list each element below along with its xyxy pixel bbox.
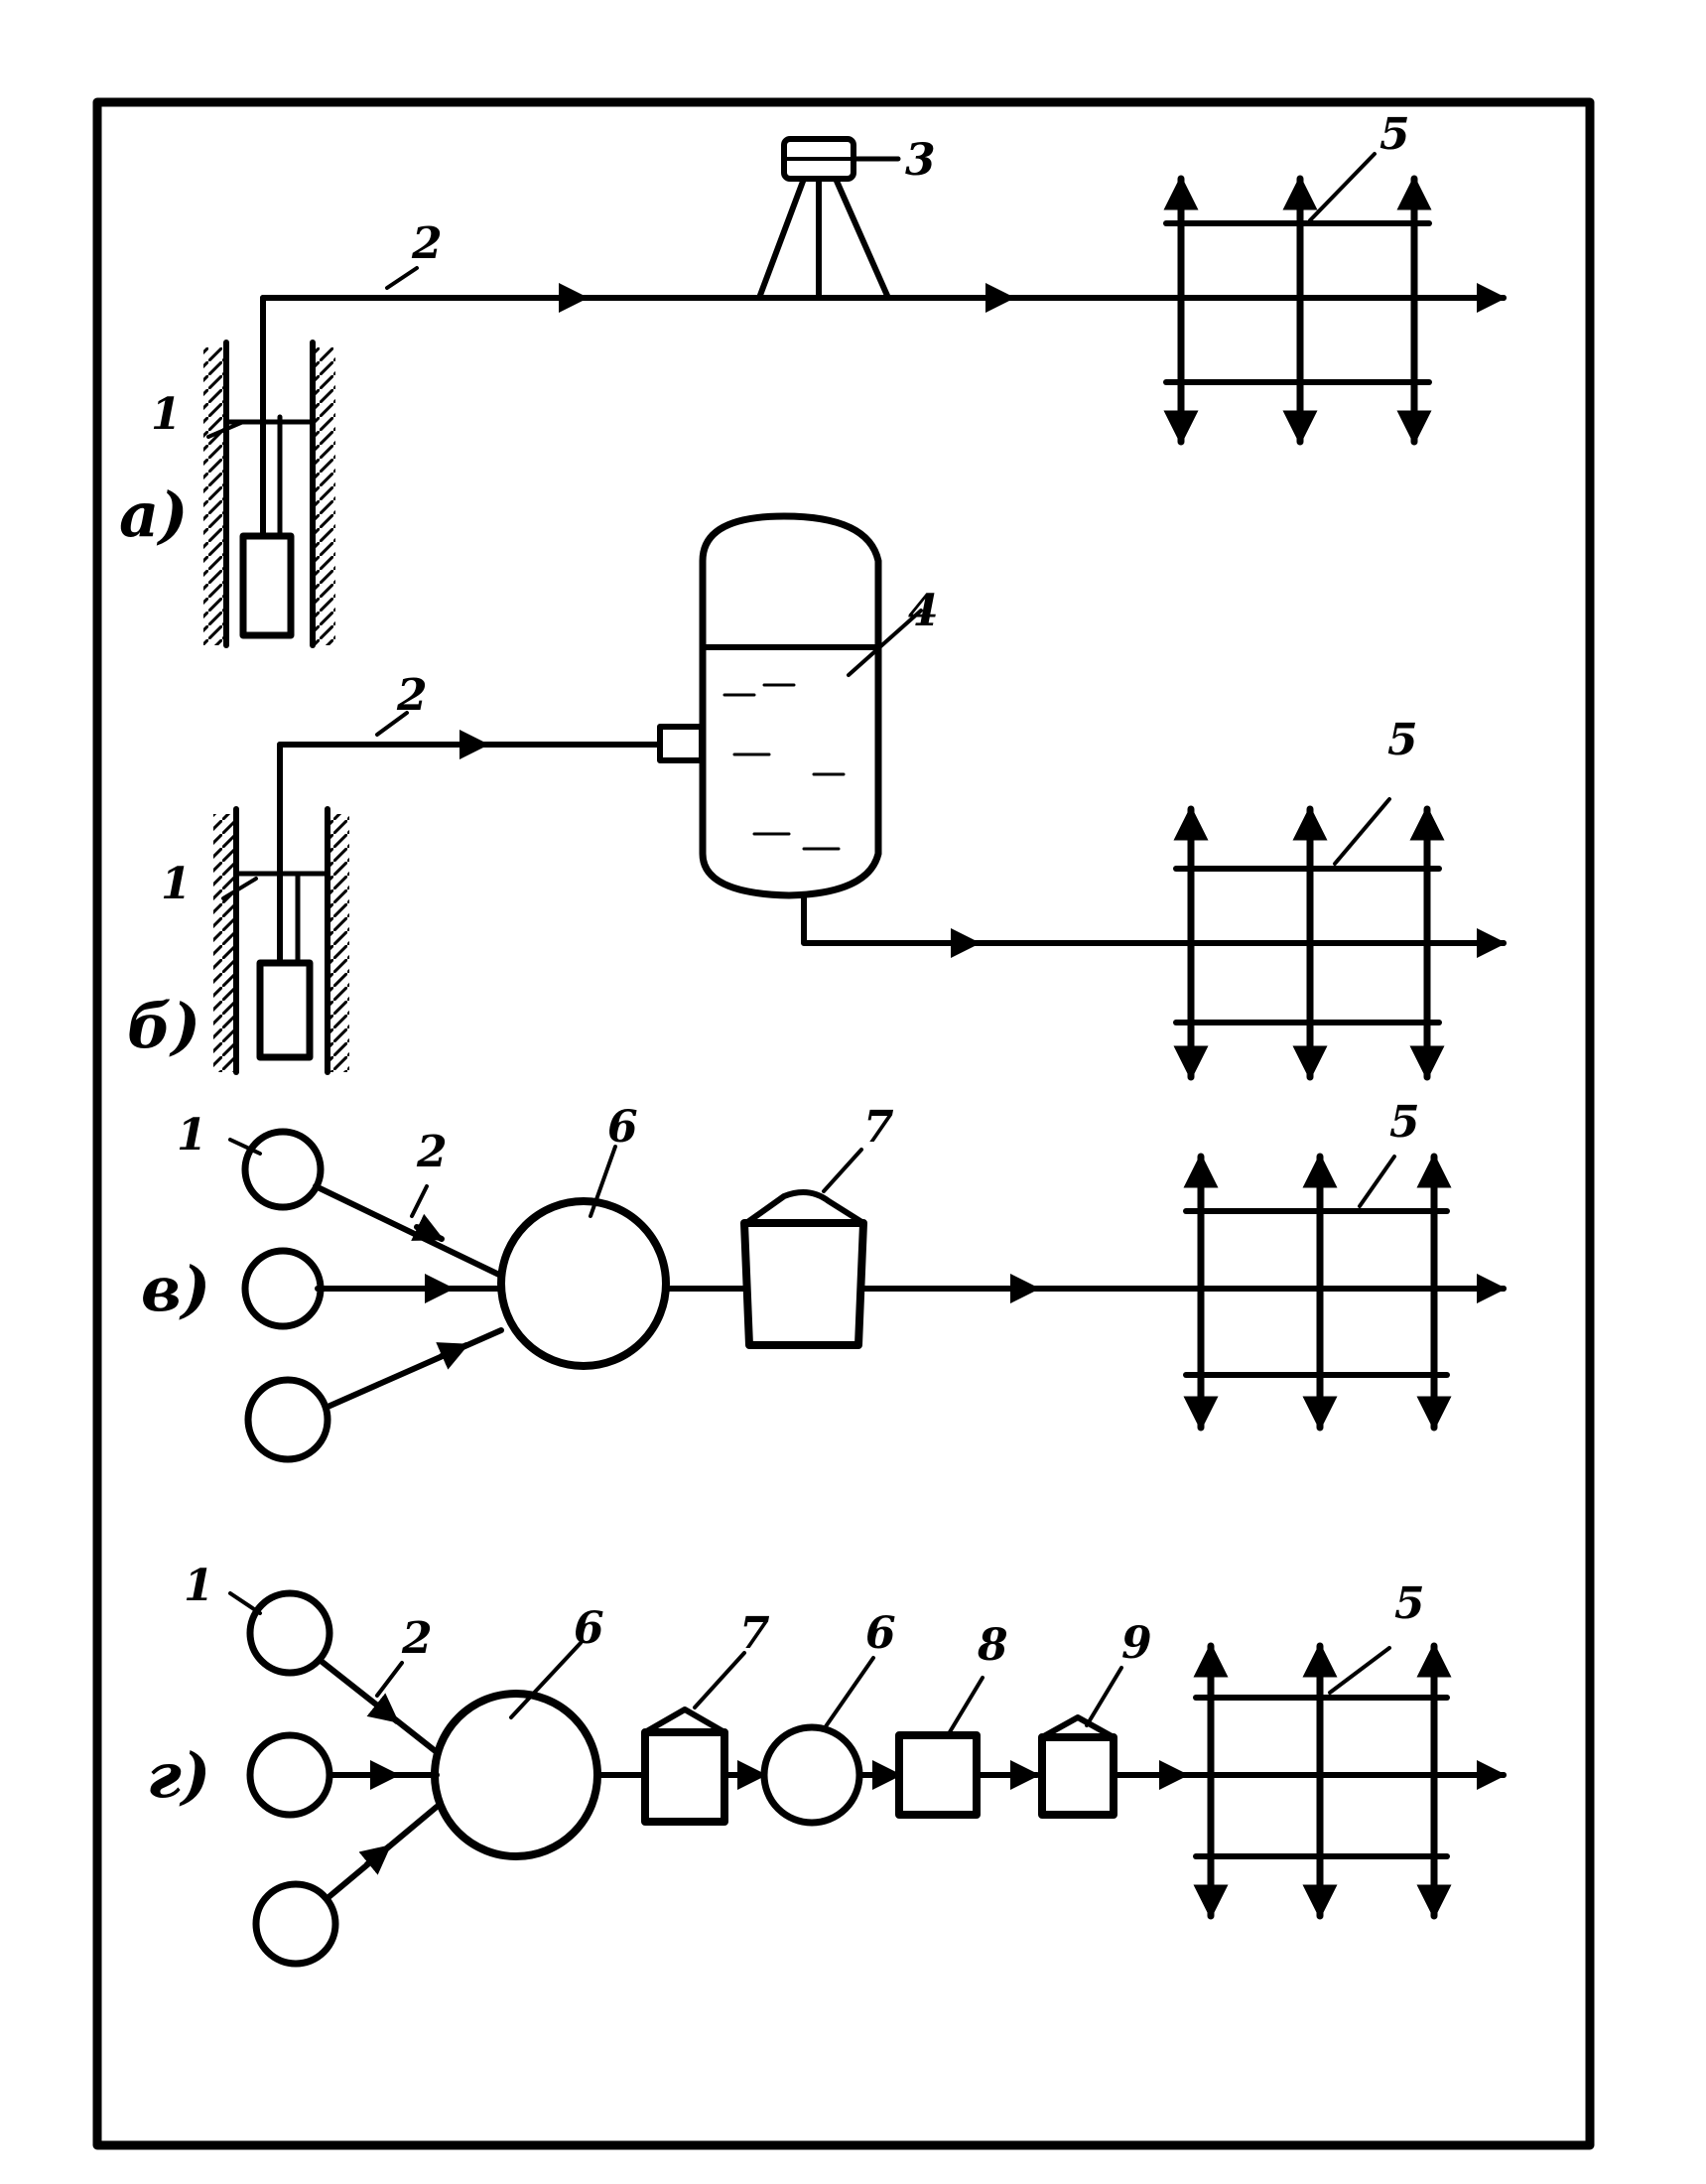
source-1 [241,1128,325,1211]
callout-b-2: 2 [396,670,428,721]
pump [239,532,295,639]
callout-g-5: 5 [1394,1578,1425,1629]
pipe-2 [260,295,1507,430]
scheme-b-label: б) [127,990,200,1062]
callout-v-1: 1 [177,1110,207,1160]
treatment-7 [740,1219,867,1349]
distribution-network-g [1193,1642,1452,1920]
callout-g-1: 1 [184,1561,214,1611]
source-g-1 [246,1589,333,1677]
source-g-3 [252,1880,339,1968]
scheme-a: а) [119,109,1507,648]
reservoir-g-6 [431,1690,601,1860]
scheme-v-label: в) [141,1253,210,1325]
callout-g-8: 8 [977,1620,1008,1671]
distribution-network-b [1173,805,1445,1081]
callout-a-3: 3 [905,135,936,186]
scheme-b: б) [127,512,1507,1081]
callout-g-2: 2 [401,1613,433,1664]
callout-b-5: 5 [1387,715,1418,765]
distribution-network-a [1163,175,1432,446]
well-hatching [203,340,335,648]
reservoir-6 [497,1197,670,1370]
scheme-g: г) [147,1561,1507,1968]
callout-a-2: 2 [411,218,443,269]
pipe-2-b [277,742,663,887]
callout-g-7: 7 [739,1608,770,1659]
distribution-network-v [1183,1153,1452,1432]
callout-b-4: 4 [908,586,939,636]
water-dashes [722,683,846,851]
scheme-v: в) 1 2 6 7 [141,1097,1507,1463]
scheme-g-label: г) [147,1739,210,1812]
scheme-a-label: а) [119,478,189,551]
callout-v-5: 5 [1389,1097,1420,1148]
pump-station-g-8 [895,1731,981,1819]
callout-a-5: 5 [1379,109,1410,160]
callout-v-7: 7 [863,1102,894,1153]
source-2 [241,1247,325,1330]
callout-a-1: 1 [151,389,182,440]
source-g-2 [246,1731,333,1819]
chlorinator-3 [756,136,901,301]
well-hatching-b [213,806,349,1075]
source-3 [244,1376,331,1463]
tank-4 [699,512,882,899]
pump-b [256,959,314,1061]
callout-g-6b: 6 [865,1608,896,1659]
reservoir-g-6b [760,1723,863,1827]
callout-g-6a: 6 [574,1603,604,1654]
unit-g-9 [1038,1733,1117,1819]
callout-g-9: 9 [1121,1618,1152,1669]
callout-v-2: 2 [416,1127,448,1177]
callout-b-1: 1 [161,859,192,909]
callout-v-6: 6 [607,1102,638,1153]
treatment-g-7 [641,1728,728,1826]
outer-frame [92,97,1595,2150]
